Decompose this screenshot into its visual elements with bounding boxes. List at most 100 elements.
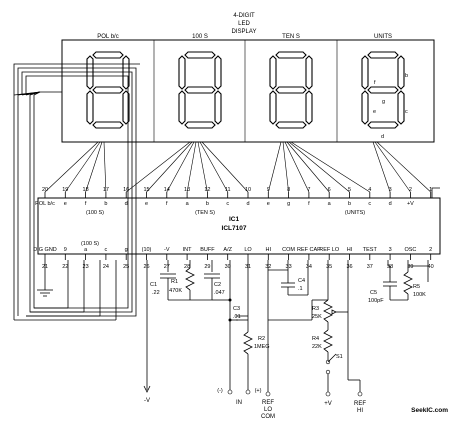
top-pin-16: 16 [123,187,129,193]
display-title-line3: DISPLAY [232,29,257,35]
input-network: C3 .01 (-) R2 1MEG (+) IN [217,260,270,406]
top-pin-9: 9 [267,187,270,193]
ic-outline [37,197,441,255]
bottom-pin-label-27: -V [164,247,170,253]
display-title-line1: 4-DIGIT [233,13,255,19]
r1-value: 470K [169,288,182,294]
c3-label: C3 [233,306,240,312]
top-pin-label-5: b [348,201,351,207]
top-pin-label-14: f [166,201,168,207]
display-title: 4-DIGIT LED DISPLAY [232,13,257,35]
bottom-pin-label-22: 9 [64,247,67,253]
bottom-pin-35: 35 [326,264,332,270]
digit-units [361,51,405,129]
bottom-pin-24: 24 [103,264,109,270]
terminal-in: IN [236,400,242,406]
seg-letter-b: b [405,73,408,79]
top-pin-13: 13 [184,187,190,193]
top-pin-5: 5 [348,187,351,193]
ic-chip: IC1 ICL7107 (100 S) (TEN S) (UNITS) (100… [33,187,441,270]
r4-label: R4 [312,336,319,342]
bottom-pin-26: 26 [143,264,149,270]
ic-bottom-group-100s: (100 S) [81,241,99,247]
top-pin-label-10: d [246,201,249,207]
top-pin-label-6: a [328,201,332,207]
seg-letter-f: f [374,80,376,86]
terminal-ref-lo-com: COM [261,414,275,420]
top-pin-18: 18 [83,187,89,193]
top-pin-10: 10 [245,187,251,193]
bottom-pin-label-21: DIG GND [33,247,57,253]
bottom-pin-37: 37 [367,264,373,270]
bottom-pin-28: 28 [184,264,190,270]
seg-letter-d: d [381,134,384,140]
neg-v-line: -V [143,260,151,404]
top-pin-15: 15 [143,187,149,193]
bottom-pin-label-28: INT [183,247,193,253]
top-pin-label-19: e [64,201,67,207]
r3-label: R3 [312,306,319,312]
in-plus: (+) [255,388,262,394]
seg-letter-g: g [382,99,385,105]
bottom-pin-34: 34 [306,264,312,270]
bottom-pin-40: 40 [428,264,434,270]
bottom-pin-label-34: REF CAP [297,247,321,253]
r5-value: 100K [413,292,426,298]
in-minus: (-) [217,388,223,394]
bottom-pin-label-23: a [84,247,88,253]
top-pin-label-16: d [125,201,128,207]
top-pin-17: 17 [103,187,109,193]
oscillator-network: C5 100pF R5 100K [368,260,429,304]
top-pin-label-8: g [287,201,290,207]
bottom-pin-27: 27 [164,264,170,270]
seg-letter-c: c [405,109,408,115]
ic-group-100s: (100 S) [86,210,104,216]
bottom-pin-label-33: COM [282,247,295,253]
top-pin-label-11: c [226,201,229,207]
terminal-neg-v: -V [144,398,150,404]
digit-pol [86,51,130,129]
terminal-ref-lo: REF [262,400,274,406]
c4-label: C4 [298,278,305,284]
top-pin-label-13: a [186,201,190,207]
top-pin-8: 8 [287,187,290,193]
ic-group-units: (UNITS) [345,210,365,216]
pos-v-wire [431,187,440,198]
top-pin-label-2: +V [407,201,414,207]
bottom-pin-label-31: LO [244,247,252,253]
r2-value: 1MEG [254,344,270,350]
top-pin-label-18: f [85,201,87,207]
bottom-pin-30: 30 [225,264,231,270]
s1-label: S1 [336,354,343,360]
r3-value: 25K [312,314,322,320]
top-pin-7: 7 [307,187,310,193]
top-pin-19: 19 [62,187,68,193]
top-pin-label-15: e [145,201,148,207]
digit-label-100s: 100 S [192,34,208,40]
c1-label: C1 [150,282,157,288]
led-display: POL b/c 100 S TEN S UNITS f b g e c d [61,34,435,143]
bottom-pin-39: 39 [407,264,413,270]
r4-value: 22K [312,344,322,350]
c2-label: C2 [214,282,221,288]
digit-label-tens: TEN S [282,34,300,40]
bottom-pin-33: 33 [286,264,292,270]
integrator-network: C1 .22 R1 470K C2 .047 [150,260,225,301]
c5-value: 100pF [368,298,384,304]
top-pin-label-4: c [368,201,371,207]
terminal-ref-hi: REF [354,401,366,407]
top-pin-1: 1 [429,187,432,193]
bottom-pin-36: 36 [346,264,352,270]
ref-divider: R3 25K R4 22K S1 +V REF HI [311,260,366,414]
top-pin-6: 6 [328,187,331,193]
bottom-pin-label-26: (10) [142,247,152,253]
ic-part-number: ICL7107 [222,225,247,232]
display-outline [61,39,435,143]
bottom-pin-23: 23 [83,264,89,270]
bottom-pin-label-29: BUFF [200,247,215,253]
digit-100s [178,51,222,129]
c2-value: .047 [214,290,225,296]
bottom-pin-29: 29 [204,264,210,270]
watermark: SeekIC.com [411,407,448,414]
